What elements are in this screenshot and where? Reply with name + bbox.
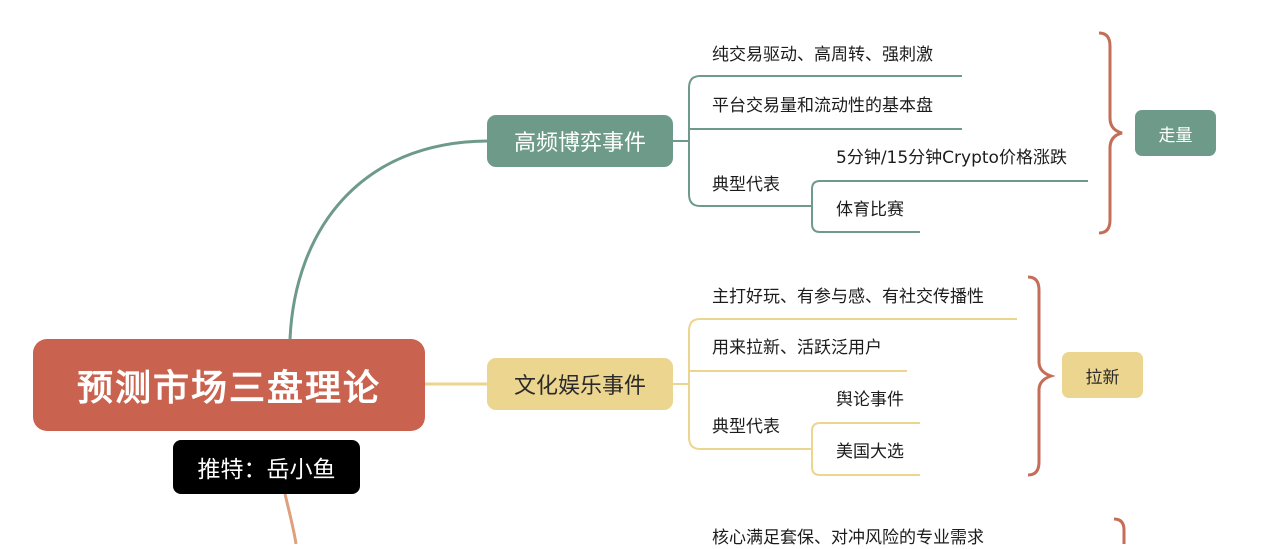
branch-2-point-2: 用来拉新、活跃泛用户 [712, 338, 882, 358]
branch-1-point-2: 平台交易量和流动性的基本盘 [712, 96, 933, 116]
tag-acquisition: 拉新 [1062, 352, 1143, 398]
author-badge: 推特：岳小鱼 [173, 440, 360, 494]
branch-2-point-1: 主打好玩、有参与感、有社交传播性 [712, 287, 984, 307]
branch-1-point-1: 纯交易驱动、高周转、强刺激 [712, 45, 933, 65]
brace-3 [1113, 517, 1126, 544]
tag-volume: 走量 [1135, 110, 1216, 156]
branch-1-tree [673, 75, 1088, 233]
branch-node-high-frequency: 高频博弈事件 [487, 115, 673, 167]
connector-root-branch-1 [288, 139, 488, 340]
connector-root-branch-3 [283, 493, 298, 544]
branch-3-point-1: 核心满足套保、对冲风险的专业需求 [712, 528, 984, 548]
brace-1 [1098, 31, 1123, 235]
branch-2-example-2: 美国大选 [836, 442, 904, 462]
branch-1-examples-label: 典型代表 [712, 175, 780, 195]
branch-2-examples-label: 典型代表 [712, 417, 780, 437]
branch-2-example-1: 舆论事件 [836, 390, 904, 410]
branch-1-example-1: 5分钟/15分钟Crypto价格涨跌 [836, 148, 1067, 168]
brace-2 [1027, 275, 1056, 477]
branch-1-example-2: 体育比赛 [836, 200, 904, 220]
branch-node-culture-entertainment: 文化娱乐事件 [487, 358, 673, 410]
root-node: 预测市场三盘理论 [33, 339, 425, 431]
branch-2-tree [673, 318, 1017, 476]
